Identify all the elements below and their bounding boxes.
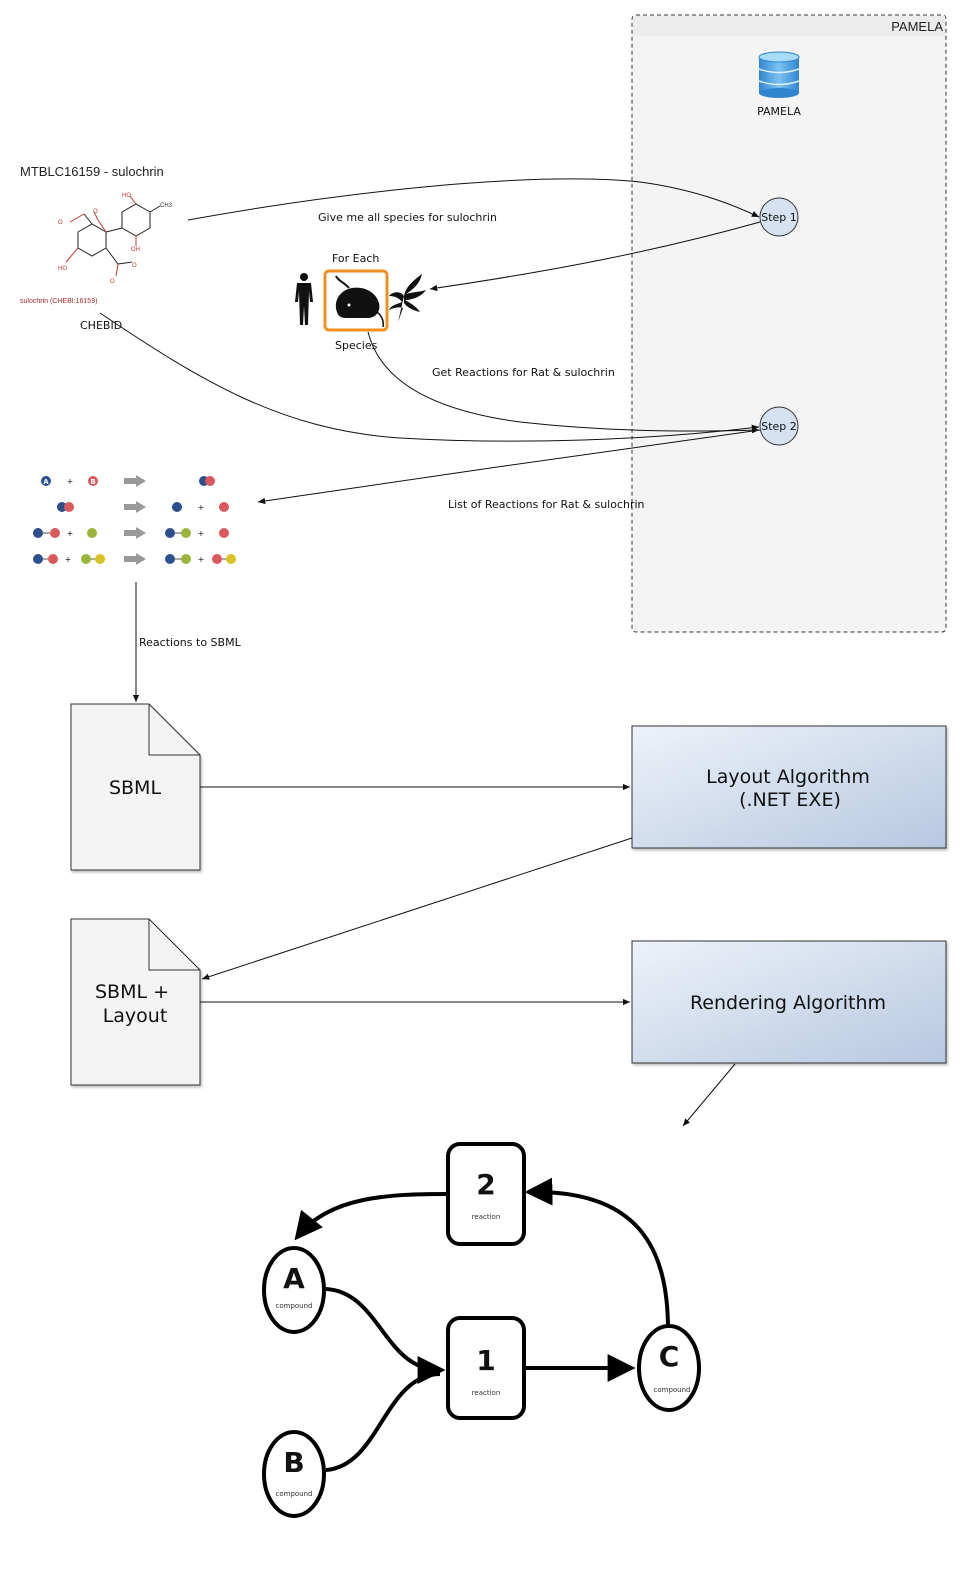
- rendering-algorithm-title: Rendering Algorithm: [690, 992, 886, 1014]
- network-compound-b-label: B: [283, 1446, 304, 1479]
- network-reaction-1-sub: reaction: [472, 1389, 501, 1397]
- atom-ho2: HO: [58, 266, 67, 272]
- edge-step1-to-species: [429, 221, 761, 292]
- network-compound-a-sub: compound: [276, 1302, 313, 1310]
- reaction-arrow: [124, 475, 146, 487]
- reaction-row: +: [57, 501, 229, 513]
- network-compound-c-sub: compound: [654, 1386, 691, 1394]
- step-2-label: Step 2: [761, 420, 797, 433]
- sulochrin-structure: [65, 195, 161, 277]
- layout-algorithm-box: [631, 725, 947, 849]
- edge-compound-to-step1: [187, 178, 760, 221]
- network-reaction-2: 2 reaction: [446, 1142, 526, 1246]
- sbml-document: [70, 703, 201, 871]
- for-each-label: For Each: [332, 252, 379, 265]
- pamela-container-title: PAMELA: [891, 19, 943, 34]
- layout-algorithm-title: Layout Algorithm: [706, 766, 870, 788]
- network-compound-c-label: C: [659, 1340, 680, 1373]
- rendered-network: 2 reaction 1 reaction A compound B compo…: [262, 1142, 701, 1518]
- reaction-plus: +: [198, 529, 205, 538]
- sbml-layout-label-line1: SBML +: [95, 981, 169, 1003]
- reaction-list: A + B + + + +: [33, 475, 236, 565]
- network-compound-a-label: A: [283, 1262, 305, 1295]
- sbml-document-label: SBML: [109, 777, 161, 799]
- edge-rendering-to-network: [682, 1063, 736, 1127]
- structure-caption: sulochrin (CHEBI:16159): [20, 298, 97, 305]
- reaction-plus: +: [65, 555, 72, 564]
- pamela-container: PAMELA PAMELA Step 1 Step 2: [631, 14, 947, 633]
- reaction-mol-label: A: [43, 478, 49, 486]
- reaction-row: A + B: [41, 475, 215, 487]
- database-label: PAMELA: [757, 105, 801, 118]
- reaction-arrow: [124, 501, 146, 513]
- edge-chebi-to-step2: [99, 312, 760, 442]
- step-2-node: Step 2: [759, 406, 799, 446]
- chebi-label: CHEBID: [80, 319, 122, 332]
- rat-icon: [335, 275, 384, 328]
- atom-oh1: OH: [131, 247, 140, 253]
- step-1-label: Step 1: [761, 211, 797, 224]
- edge-reactions-to-sbml-label: Reactions to SBML: [139, 636, 242, 649]
- reaction-plus: +: [198, 503, 205, 512]
- sbml-layout-label-line2: Layout: [103, 1005, 168, 1027]
- reaction-arrow: [124, 553, 146, 565]
- compound-title: MTBLC16159 - sulochrin: [20, 164, 164, 179]
- database-icon: [758, 51, 800, 98]
- step-1-node: Step 1: [759, 197, 799, 237]
- edge-list-reactions-label: List of Reactions for Rat & sulochrin: [448, 498, 645, 511]
- edge-species-to-step2: [367, 331, 760, 434]
- network-compound-b-sub: compound: [276, 1490, 313, 1498]
- reaction-arrow: [124, 527, 146, 539]
- reaction-mol-label: B: [90, 478, 95, 486]
- atom-o1: O: [93, 209, 98, 215]
- network-reaction-1-label: 1: [476, 1344, 495, 1377]
- sbml-layout-document: [70, 918, 201, 1086]
- network-edge-c-to-2: [524, 1177, 670, 1331]
- rendering-algorithm-box: [631, 940, 947, 1064]
- species-label: Species: [335, 339, 378, 352]
- structure-atom-labels: O HO CH3 O OH HO O O: [58, 193, 173, 285]
- human-icon: [295, 273, 313, 325]
- network-edge-2-to-a: [294, 1192, 449, 1241]
- network-edge-b-to-1: [325, 1372, 441, 1472]
- network-reaction-2-label: 2: [476, 1168, 495, 1201]
- reaction-row: + +: [33, 553, 236, 565]
- reaction-plus: +: [67, 477, 74, 486]
- network-compound-b: B compound: [262, 1430, 326, 1518]
- network-reaction-2-sub: reaction: [472, 1213, 501, 1221]
- edge-get-reactions-label: Get Reactions for Rat & sulochrin: [432, 366, 615, 379]
- network-edge-a-to-1: [325, 1287, 446, 1384]
- edge-step2-to-reactions: [257, 429, 761, 505]
- atom-o3: O: [110, 279, 115, 285]
- atom-o2: O: [58, 220, 63, 226]
- reaction-plus: +: [67, 529, 74, 538]
- atom-o4: O: [132, 263, 137, 269]
- atom-ch3: CH3: [160, 203, 173, 209]
- edge-give-species-label: Give me all species for sulochrin: [318, 211, 497, 224]
- layout-algorithm-subtitle: (.NET EXE): [739, 789, 841, 811]
- network-reaction-1: 1 reaction: [446, 1316, 526, 1420]
- plant-icon: [389, 274, 426, 322]
- network-compound-c: C compound: [637, 1324, 701, 1412]
- reaction-plus: +: [198, 555, 205, 564]
- network-compound-a: A compound: [262, 1246, 326, 1334]
- atom-ho1: HO: [122, 193, 131, 199]
- reaction-row: + +: [33, 527, 229, 539]
- edge-layout-to-sbml-layout: [201, 837, 633, 980]
